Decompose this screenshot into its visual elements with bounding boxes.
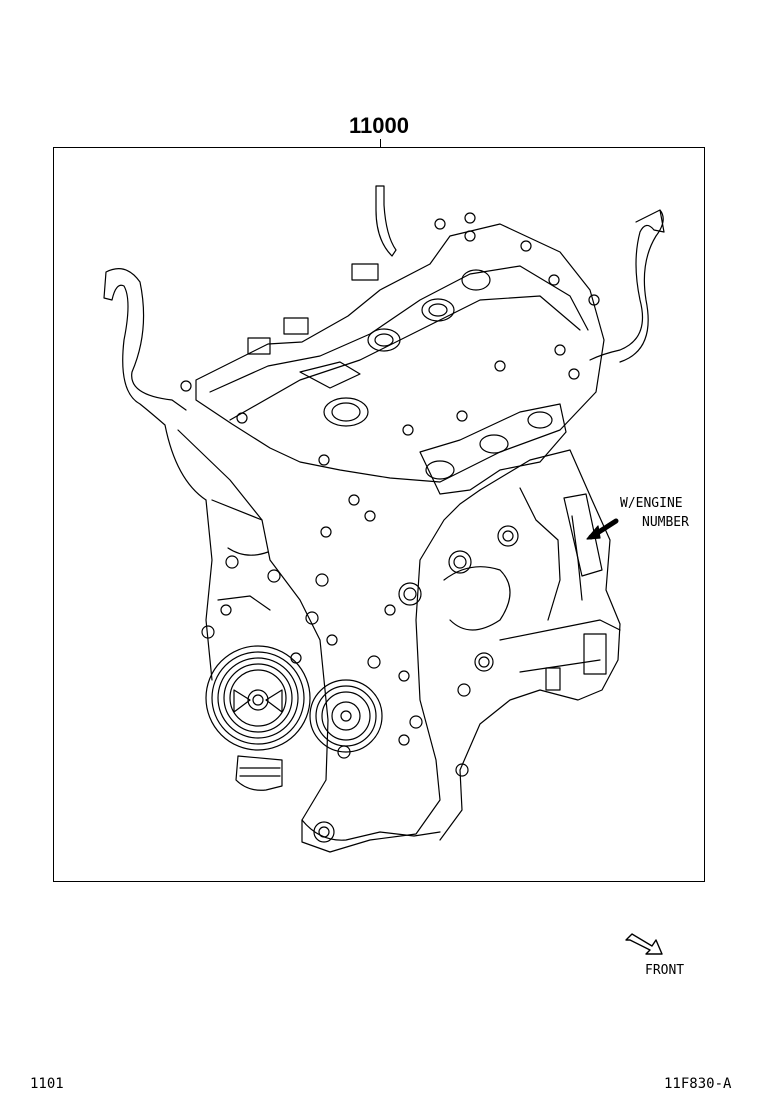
block-bolts [201,494,471,777]
crankshaft-pulley [205,645,311,751]
part-number-label: 11000 [349,113,409,138]
front-direction-arrow [625,933,663,955]
engine-block [439,449,621,841]
timing-cover [177,429,481,853]
front-direction-label: FRONT [645,963,685,978]
part-leader-line [380,139,381,148]
engine-number-note-line1: W/ENGINE [620,496,683,511]
illustration-code: 11F830-A [664,1076,732,1092]
manifold [419,403,567,495]
right-lifting-hook [589,209,665,363]
engine-number-plate [563,493,603,577]
engine-number-note-line2: NUMBER [642,515,689,530]
oil-filter [235,755,283,791]
water-pump-pulley [309,679,383,753]
dipstick [375,185,397,257]
valve-cover [195,223,605,483]
left-lifting-hook [103,268,207,501]
cover-bolts [180,212,600,466]
figure-id: 1101 [30,1076,64,1092]
diagram-frame [53,147,705,882]
